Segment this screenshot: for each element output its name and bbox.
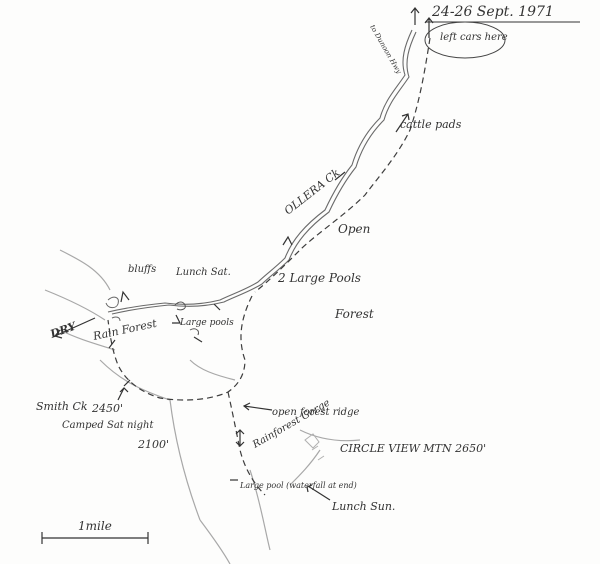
lunch-sat-label: Lunch Sat. <box>175 267 231 278</box>
date-range-text: 24-26 Sept. 1971 <box>431 4 554 20</box>
lunch-sun-label: Lunch Sun. <box>331 500 395 513</box>
ollera-ck-label: OLLERA Ck <box>282 166 343 217</box>
left-cars-here-label: left cars here <box>440 32 508 43</box>
cattle-pads-label: cattle pads <box>400 118 462 131</box>
smith-ck-label: Smith Ck <box>36 400 88 413</box>
rain-forest-label: Rain Forest <box>91 317 159 343</box>
lunch-sat-marker <box>174 301 199 336</box>
two-large-pools-label: 2 Large Pools <box>277 271 361 285</box>
arrows <box>53 7 434 501</box>
scale-bar-label: 1mile <box>78 519 112 533</box>
circle-view-mtn-label: CIRCLE VIEW MTN 2650' <box>340 442 486 455</box>
bluffs-label: bluffs <box>128 264 156 275</box>
bluffs-sketch <box>105 296 121 322</box>
ollera-creek <box>107 29 417 315</box>
altitude-2450-label: 2450' <box>91 402 123 415</box>
open-forest-ridge-label: open forest ridge <box>272 407 359 418</box>
altitude-2100-label: 2100' <box>137 438 169 451</box>
rainforest-gorge-label: Rainforest Gorge <box>250 397 332 451</box>
scale-bar <box>41 532 149 544</box>
to-dunoon-hwy-label: to Dunoon Hwy <box>368 24 403 77</box>
forest-label: Forest <box>334 307 374 321</box>
camped-sat-night-label: Camped Sat night <box>62 420 154 431</box>
large-pool-waterfall-label: Large pool (waterfall at end) <box>239 481 357 490</box>
walking-route <box>107 37 431 496</box>
cars-ellipse <box>424 21 506 59</box>
open-label: Open <box>338 222 370 236</box>
large-pools-label: Large pools <box>179 318 234 328</box>
dry-label: DRY <box>48 319 79 341</box>
circle-view-mtn-marker <box>304 433 325 461</box>
